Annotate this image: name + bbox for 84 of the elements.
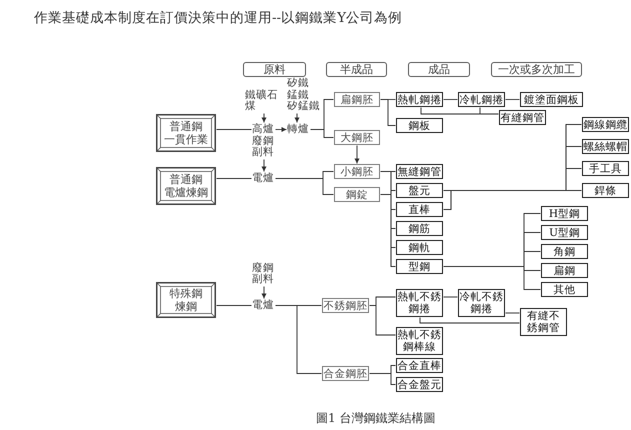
stage-header: 原料 [243,62,306,77]
product-box: H型鋼 [541,206,588,221]
connector-line [420,317,520,324]
source-label: 煉鋼 [175,300,197,313]
material-label: 廢鋼 [252,262,274,274]
product-box: 無縫鋼管 [396,164,443,179]
product-box: 螺絲螺帽 [582,139,629,154]
product-box: 熱軋不銹鋼棒線 [396,327,443,355]
semi-product-box: 扁鋼胚 [334,92,380,107]
material-label: 副料 [252,147,274,158]
product-box: 熱軋鋼捲 [396,92,443,107]
stage-header: 成品 [408,62,470,77]
source-label: 特殊鋼 [170,287,202,300]
process-label: 轉爐 [287,123,310,136]
product-box: 盤元 [396,183,443,198]
process-label: 電爐 [252,299,275,312]
product-box: U型鋼 [541,225,588,240]
arrow [275,127,287,132]
material-label: 副料 [252,274,274,286]
stage-header: 半成品 [326,62,387,77]
product-box: 手工具 [582,161,629,176]
arrow [262,286,266,299]
product-box: 角鋼 [541,244,588,259]
connector-line [380,99,396,126]
semi-product-box: 小鋼胚 [334,164,380,179]
connector-line [443,266,541,290]
source-label: 一貫作業 [164,133,208,146]
product-box: 冷軋鋼捲 [458,92,505,107]
product-box: 銲條 [582,183,629,198]
material-label: 錳鐵 [287,90,309,101]
connector-line [505,99,520,100]
connector-line [216,178,252,179]
product-box: 其他 [541,282,588,297]
page-title: 作業基礎成本制度在訂價決策中的運用--以鋼鐵業Y公司為例 [34,9,402,27]
source-box [156,282,216,318]
stage-header: 一次或多次加工 [491,62,582,77]
source-label: 電爐煉鋼 [164,186,208,199]
source-box [156,114,216,152]
connector-line [275,178,334,195]
material-label: 矽錳鐵 [287,101,320,113]
product-box: 鍍塗面鋼板 [520,92,583,107]
product-box: 合金直棒 [396,358,443,373]
arrow [354,145,360,164]
connector-line [443,190,582,210]
product-box: 合金盤元 [396,377,443,392]
product-box: 直棒 [396,202,443,217]
material-label: 廢鋼 [252,136,274,146]
material-label: 鐵礦石 [245,90,278,100]
material-label: 煤 [245,101,256,112]
process-label: 高爐 [252,123,275,136]
connector-line [369,373,396,385]
connector-line [369,305,396,336]
connector-line [216,129,252,130]
semi-product-box: 鋼錠 [334,187,380,202]
process-label: 電爐 [252,172,275,185]
semi-product-box: 合金鋼胚 [322,366,369,381]
source-label: 普通鋼 [170,120,202,133]
arrow [294,113,300,123]
connector-line [275,305,322,374]
connector-line [380,194,396,267]
product-box: 扁鋼 [541,263,588,278]
product-box: 有縫鋼管 [499,110,546,125]
material-label: 矽鐵 [287,78,309,90]
arrow [262,159,266,172]
connector-line [310,129,334,138]
product-box: 鋼筋 [396,221,443,236]
semi-product-box: 不銹鋼胚 [322,298,369,313]
product-box: 冷軋不銹鋼捲 [458,289,505,317]
product-box: 鋼板 [396,118,443,133]
connector-line [505,312,520,314]
product-box: 型鋼 [396,259,443,274]
arrow [262,113,266,123]
figure-caption: 圖1 台灣鋼鐵業結構圖 [316,410,436,426]
product-box: 鋼軌 [396,240,443,255]
connector-line [216,305,252,306]
connector-line [443,99,458,100]
product-box: 熱軋不銹鋼捲 [396,289,443,317]
product-box: 鋼線鋼纜 [582,117,629,132]
semi-product-box: 大鋼胚 [334,130,380,145]
product-box: 有縫不銹鋼管 [520,308,567,336]
connector-line [443,296,458,298]
source-box [156,167,216,205]
connector-line [480,107,499,114]
source-label: 普通鋼 [170,173,202,186]
